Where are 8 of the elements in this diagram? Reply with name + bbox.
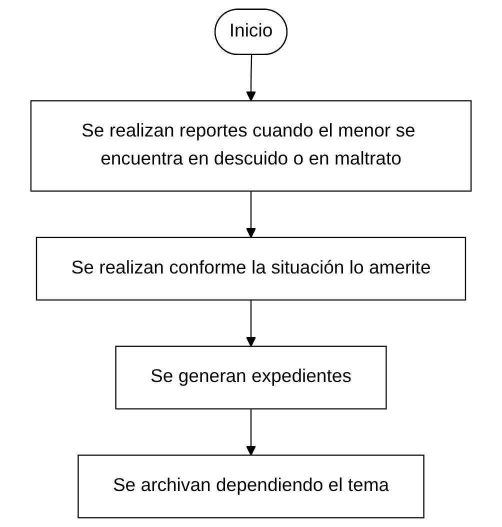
arrow — [246, 300, 256, 347]
arrow — [246, 408, 256, 456]
arrow — [246, 55, 256, 102]
node-box: Se generan expedientes — [115, 346, 387, 410]
node-box: Se archivan dependiendo el tema — [78, 454, 424, 518]
node-box: Se realizan reportes cuando el menor se encuentra en descuido o en maltrato — [30, 100, 472, 192]
arrow — [246, 191, 256, 238]
node-box: Se realizan conforme la situación lo amerite — [36, 236, 466, 301]
